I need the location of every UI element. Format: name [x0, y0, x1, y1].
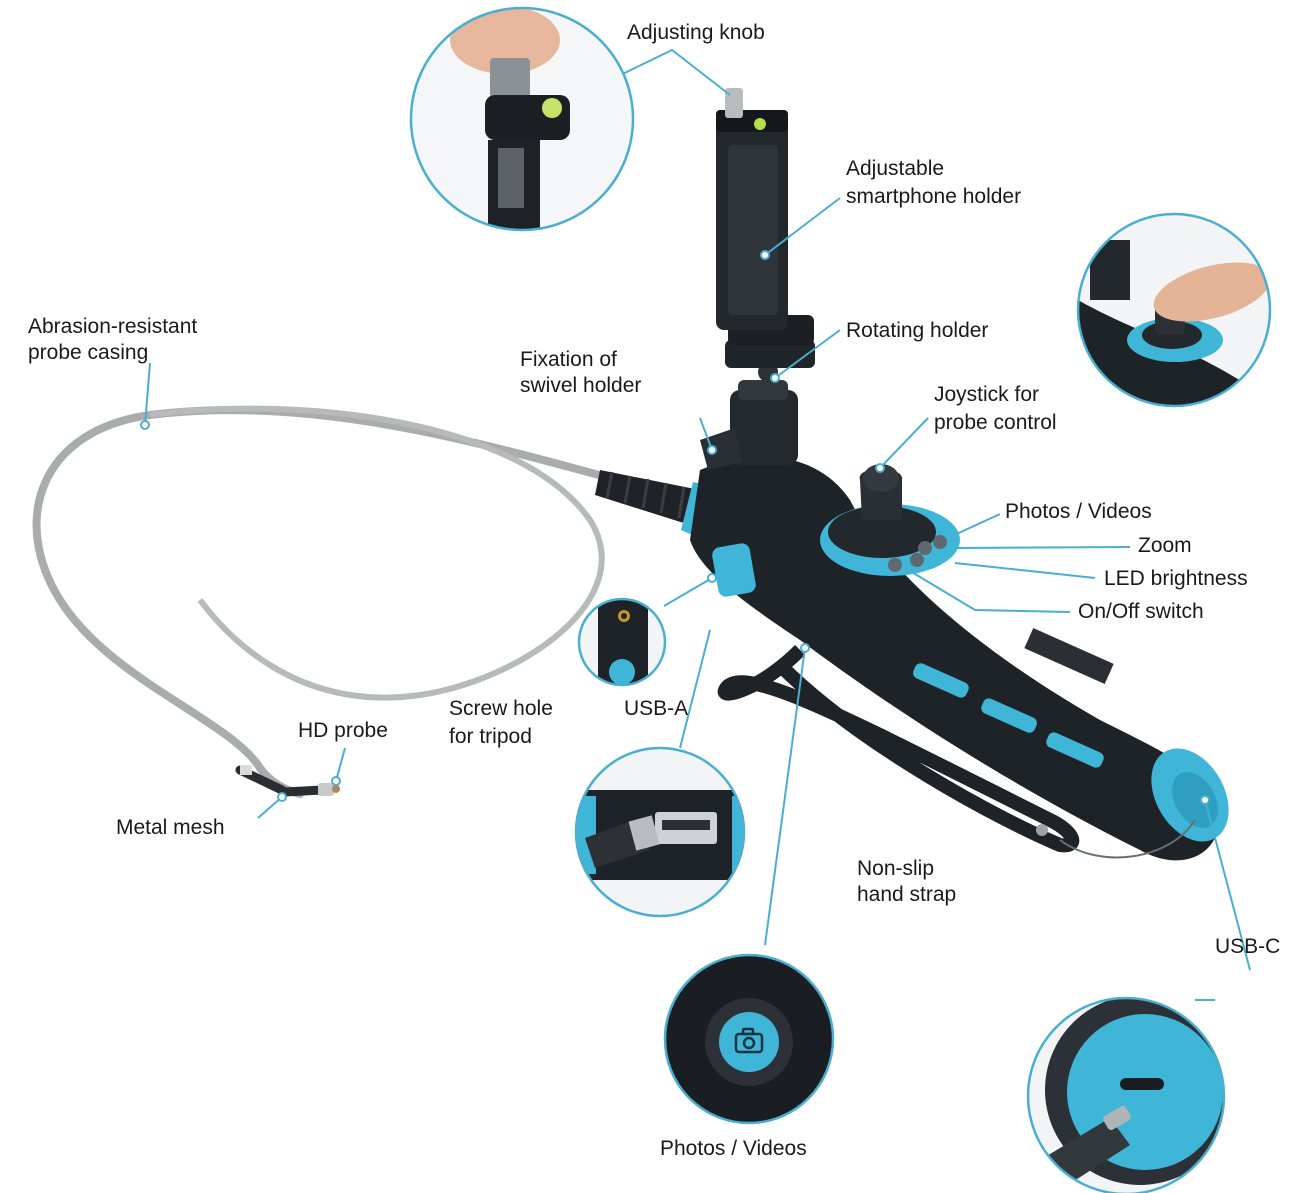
smartphone-holder [716, 88, 815, 368]
label-fixation-2: swivel holder [520, 374, 642, 397]
label-probe-casing-1: Abrasion-resistant [28, 315, 198, 338]
hand-strap [717, 645, 1196, 859]
inset-adjusting-knob [409, 6, 635, 232]
label-zoom: Zoom [1138, 534, 1192, 557]
label-smartphone-holder-1: Adjustable [846, 157, 945, 180]
inset-usb-c [1026, 996, 1226, 1193]
label-photos-videos-bottom: Photos / Videos [660, 1137, 807, 1160]
label-usb-c: USB-C [1215, 935, 1281, 958]
label-screw-hole-1: Screw hole [449, 697, 553, 720]
label-joystick-1: Joystick for [934, 383, 1040, 406]
callout-lines [144, 48, 1251, 1001]
hd-probe-tip [235, 765, 340, 797]
callout-dots [140, 250, 1210, 805]
label-probe-casing-2: probe casing [28, 341, 149, 364]
label-smartphone-holder-2: smartphone holder [846, 185, 1022, 208]
label-hd-probe: HD probe [298, 719, 388, 742]
joystick [820, 464, 960, 576]
label-on-off-switch: On/Off switch [1078, 600, 1204, 623]
label-led-brightness: LED brightness [1104, 567, 1248, 590]
label-screw-hole-2: for tripod [449, 725, 532, 748]
inset-joystick [1076, 212, 1272, 408]
device-body [690, 456, 1229, 861]
probe-cable [32, 405, 614, 798]
label-joystick-2: probe control [934, 411, 1057, 434]
label-fixation-1: Fixation of [520, 348, 617, 371]
label-rotating-holder: Rotating holder [846, 319, 989, 342]
camera-icon [734, 1027, 764, 1054]
inset-usb-a [574, 746, 746, 918]
label-metal-mesh: Metal mesh [116, 816, 225, 839]
inset-screw-hole [577, 597, 667, 687]
inset-photo-button [663, 953, 835, 1125]
label-hand-strap-1: Non-slip [857, 857, 935, 880]
label-hand-strap-2: hand strap [857, 883, 957, 906]
label-photos-videos-top: Photos / Videos [1005, 500, 1152, 523]
label-usb-a: USB-A [624, 697, 689, 720]
label-adjusting-knob: Adjusting knob [627, 21, 765, 44]
